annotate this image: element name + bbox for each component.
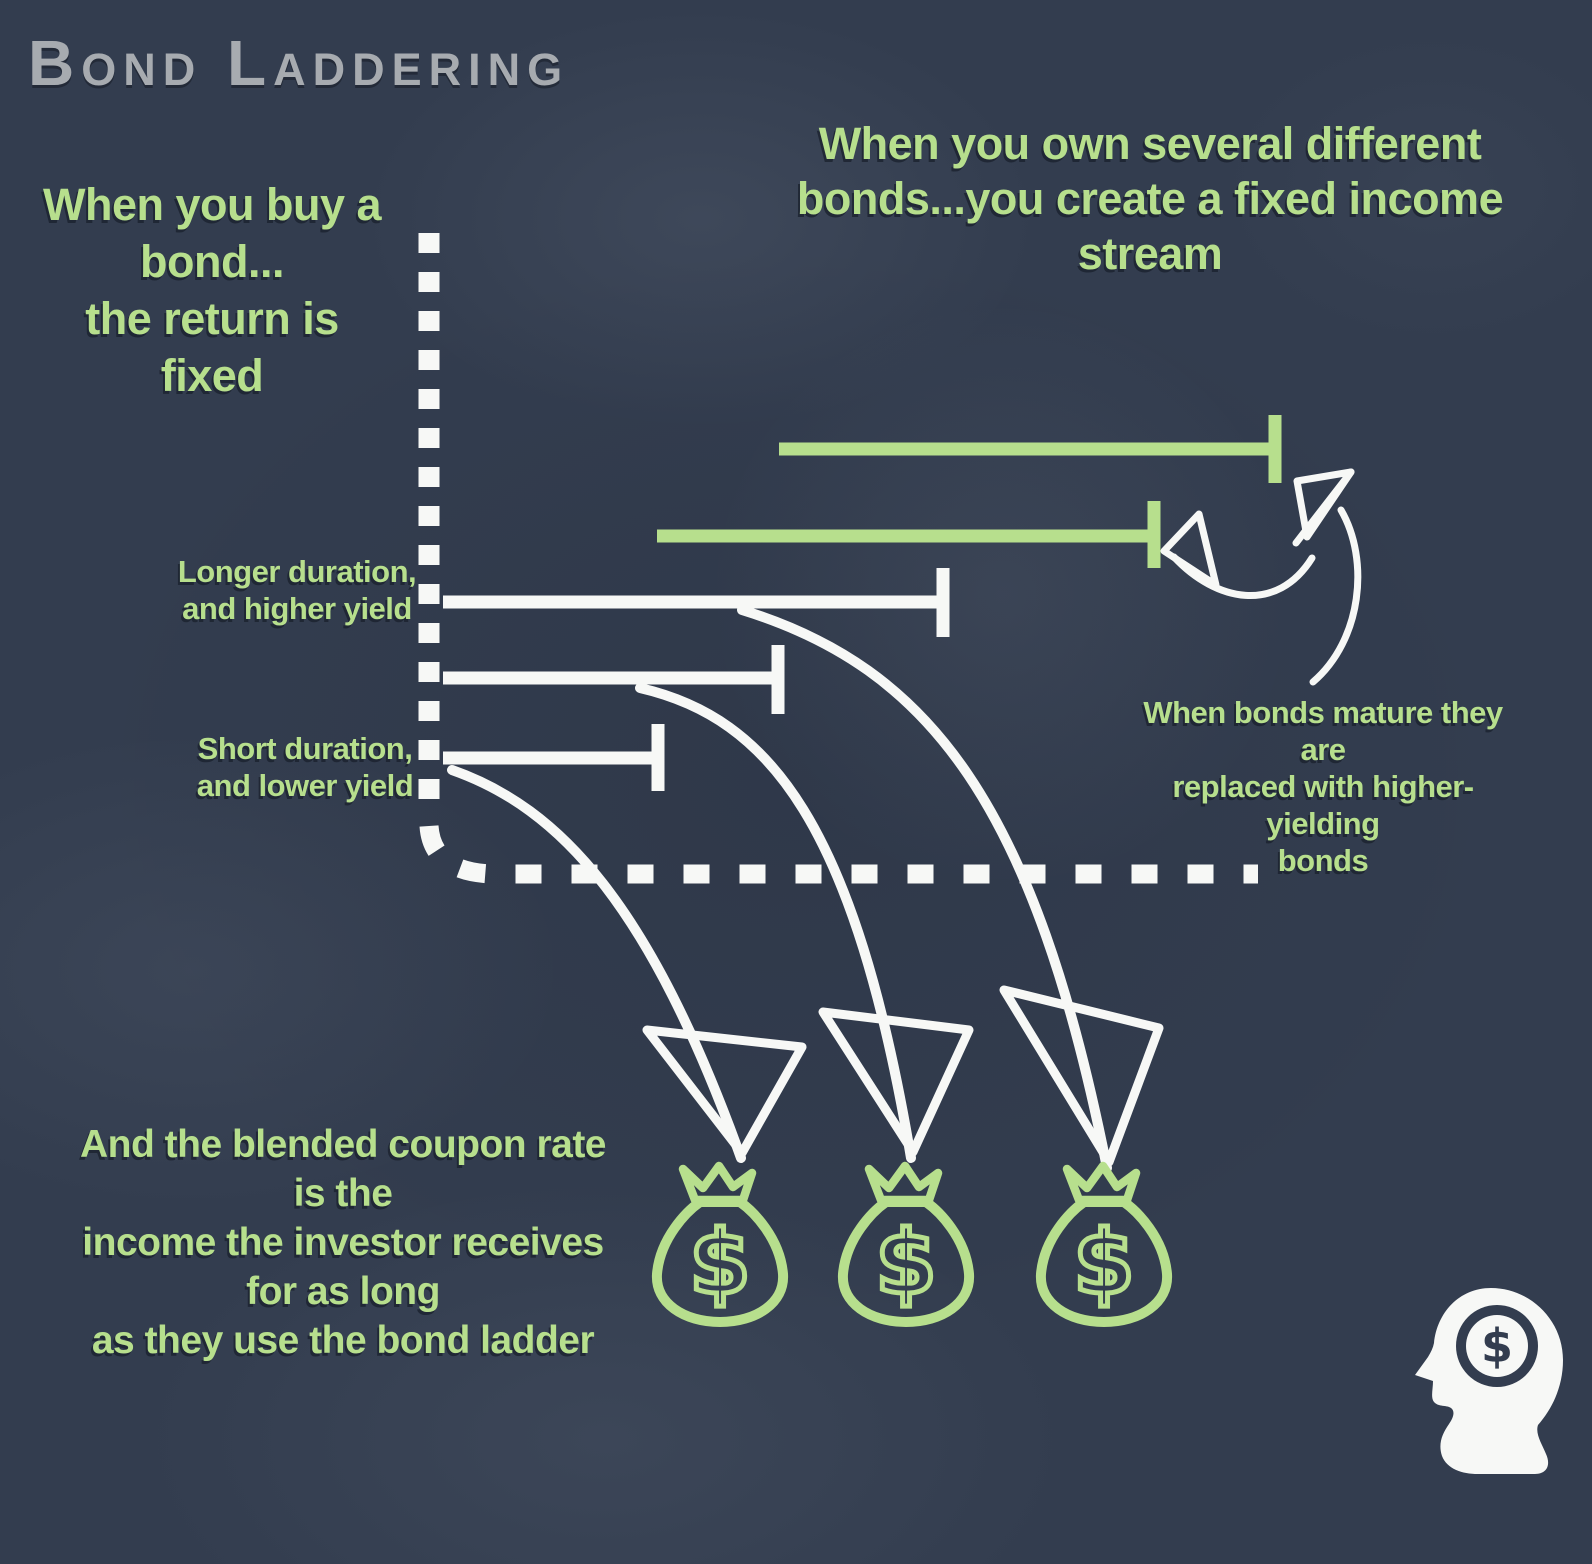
arrow-head-1	[642, 1025, 807, 1158]
horizontal-dashed-axis	[419, 824, 1258, 884]
blended-note: And the blended coupon rate is the incom…	[73, 1120, 613, 1365]
head-ring-inner	[1466, 1315, 1528, 1377]
mature-note-line: When bonds mature they are	[1143, 695, 1503, 767]
intro-line: When you buy a	[42, 179, 382, 230]
mature-note: When bonds mature they are replaced with…	[1143, 694, 1503, 879]
page-title: Bond Laddering	[28, 27, 570, 99]
money-bag-3	[1041, 1166, 1167, 1322]
arrow-shaft-3	[737, 605, 1112, 1173]
ladder-bars	[443, 415, 1282, 791]
money-bags	[657, 1166, 1167, 1322]
axis-label-line: and higher yield	[182, 591, 412, 626]
blended-note-line: as they use the bond ladder	[91, 1319, 595, 1362]
arrow-shaft-2	[635, 683, 916, 1163]
intro-line: the return is fixed	[85, 293, 339, 401]
stream-heading-line: When you own several different	[818, 118, 1482, 169]
axis-label-short-duration: Short duration, and lower yield	[165, 730, 445, 804]
axis-label-line: Longer duration,	[177, 554, 417, 589]
money-bag-2	[843, 1166, 969, 1322]
arrow-head-3	[999, 985, 1164, 1167]
blended-note-line: income the investor receives for as long	[82, 1221, 604, 1313]
axis-label-line: and lower yield	[196, 768, 414, 803]
money-bag-1	[657, 1166, 783, 1322]
intro-text: When you buy a bond... the return is fix…	[32, 176, 392, 404]
replace-arrow-tail-small	[1170, 553, 1316, 599]
mature-note-line: bonds	[1277, 843, 1369, 878]
replace-arrow-head-left	[1160, 510, 1220, 589]
axis-label-longer-duration: Longer duration, and higher yield	[157, 553, 437, 627]
arrow-shaft-1	[447, 765, 746, 1163]
axis-label-line: Short duration,	[197, 731, 413, 766]
mature-note-line: replaced with higher-yielding	[1172, 769, 1474, 841]
money-mind-icon: $	[1415, 1288, 1563, 1474]
blended-note-line: And the blended coupon rate is the	[79, 1123, 607, 1215]
intro-line: bond...	[140, 236, 284, 287]
head-dollar: $	[1481, 1319, 1513, 1373]
stream-heading: When you own several different bonds...y…	[770, 116, 1530, 281]
arrow-head-2	[818, 1007, 974, 1157]
replace-arrow-tail	[1309, 506, 1362, 686]
replace-arrow-head-cross	[1292, 468, 1355, 547]
stream-heading-line: bonds...you create a fixed income stream	[796, 173, 1504, 279]
